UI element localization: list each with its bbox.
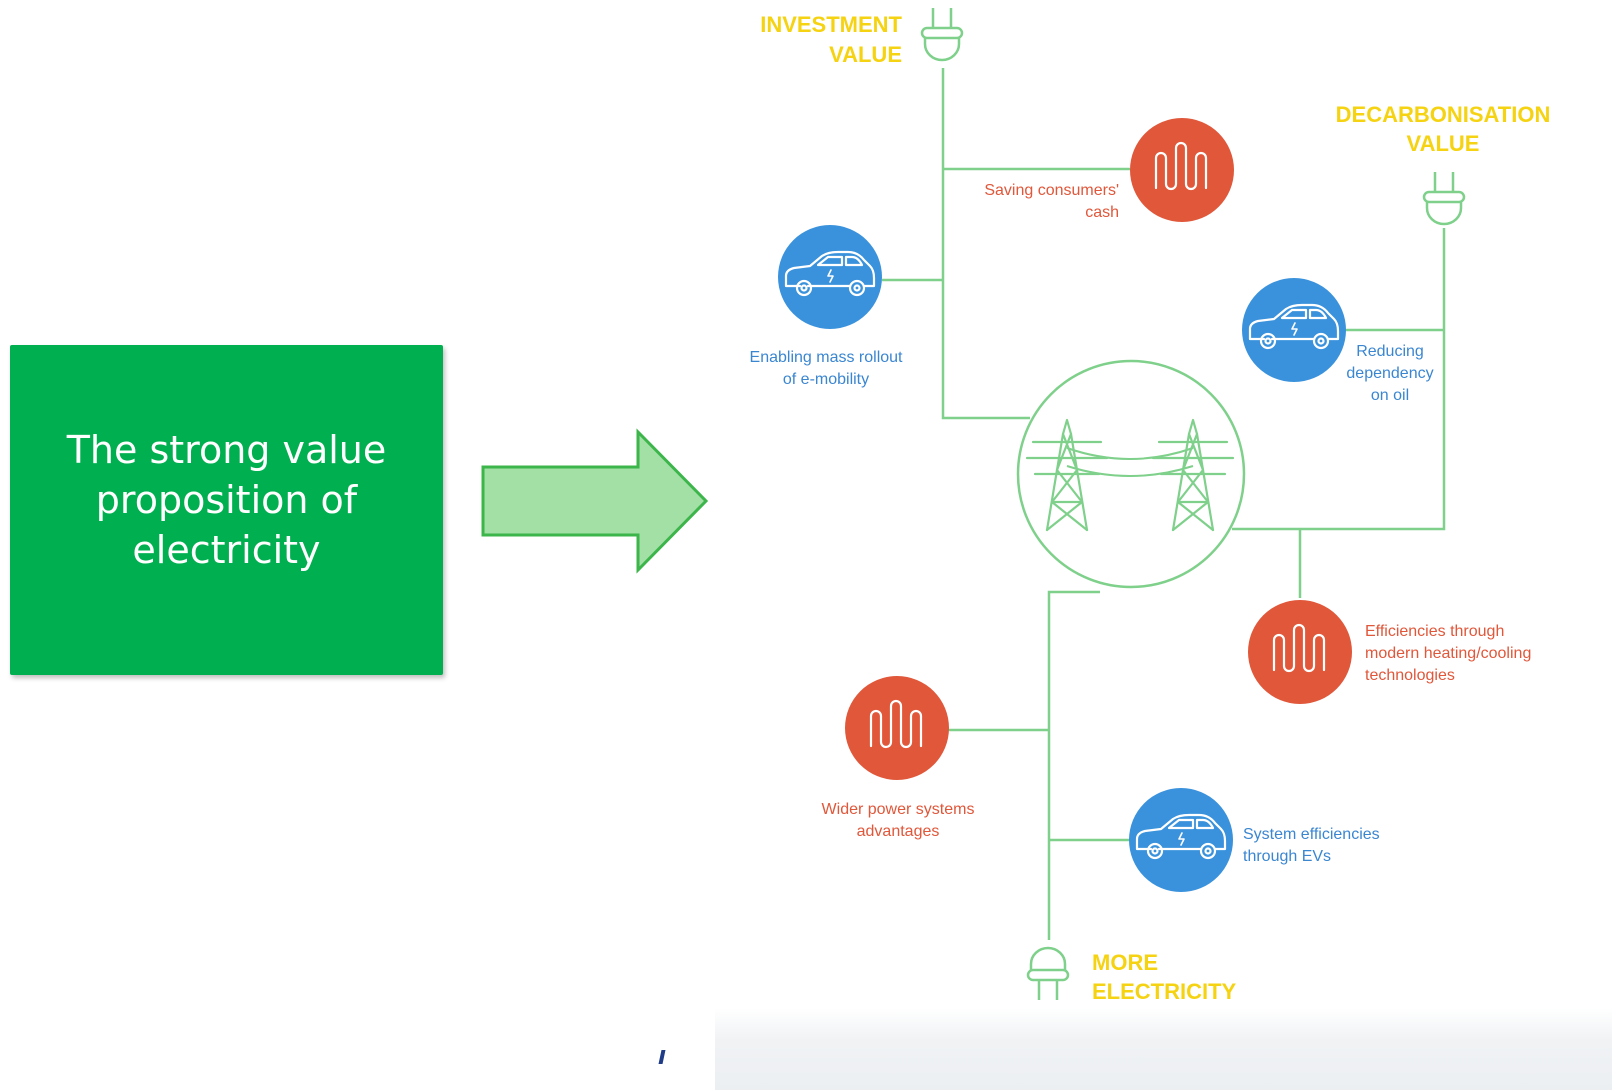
investment-value-line1: INVESTMENT [760,12,902,37]
footer-band [715,1008,1612,1090]
more-electricity-line1: MORE [1092,950,1158,975]
oil-dependency-label-3: on oil [1371,387,1409,404]
right-arrow-icon [481,428,709,574]
decarbonisation-value-line2: VALUE [1407,131,1480,156]
heating-cooling-circle [1248,600,1352,704]
diagram-connectors [882,68,1446,940]
e-mobility-circle [778,225,882,329]
e-mobility-label-2: of e-mobility [783,371,869,388]
e-mobility-label-1: Enabling mass rollout [750,349,904,366]
more-electricity-plug-icon [1026,946,1070,1002]
saving-cash-label-1: Saving consumers' [984,182,1119,199]
saving-cash-label-2: cash [1085,204,1119,221]
more-electricity-line2: ELECTRICITY [1092,979,1237,1004]
saving-cash-item: Saving consumers' cash [984,118,1234,222]
evs-label-2: through EVs [1243,848,1331,865]
e-mobility-item: Enabling mass rollout of e-mobility [750,225,904,388]
power-systems-label-2: advantages [857,823,940,840]
oil-dependency-circle [1242,278,1346,382]
saving-cash-circle [1130,118,1234,222]
value-proposition-text: The strong value proposition of electric… [66,428,387,572]
evs-circle [1129,788,1233,892]
investment-value-line2: VALUE [829,42,902,67]
power-systems-circle [845,676,949,780]
heating-cooling-label-2: modern heating/cooling [1365,645,1531,662]
investment-plug-icon [920,6,964,62]
oil-dependency-label-1: Reducing [1356,343,1424,360]
evs-label-1: System efficiencies [1243,826,1380,843]
oil-dependency-label-2: dependency [1346,365,1433,382]
decarbonisation-value-line1: DECARBONISATION [1336,102,1551,127]
power-systems-item: Wider power systems advantages [822,676,975,840]
heating-cooling-item: Efficiencies through modern heating/cool… [1248,600,1531,704]
power-systems-label-1: Wider power systems [822,801,975,818]
decarbonisation-plug-icon [1422,170,1466,226]
oil-dependency-item: Reducing dependency on oil [1242,278,1434,404]
value-proposition-box: The strong value proposition of electric… [10,345,443,675]
heating-cooling-label-3: technologies [1365,667,1455,684]
power-pylons-icon [1016,359,1246,589]
heating-cooling-label-1: Efficiencies through [1365,623,1504,640]
evs-item: System efficiencies through EVs [1129,788,1380,892]
